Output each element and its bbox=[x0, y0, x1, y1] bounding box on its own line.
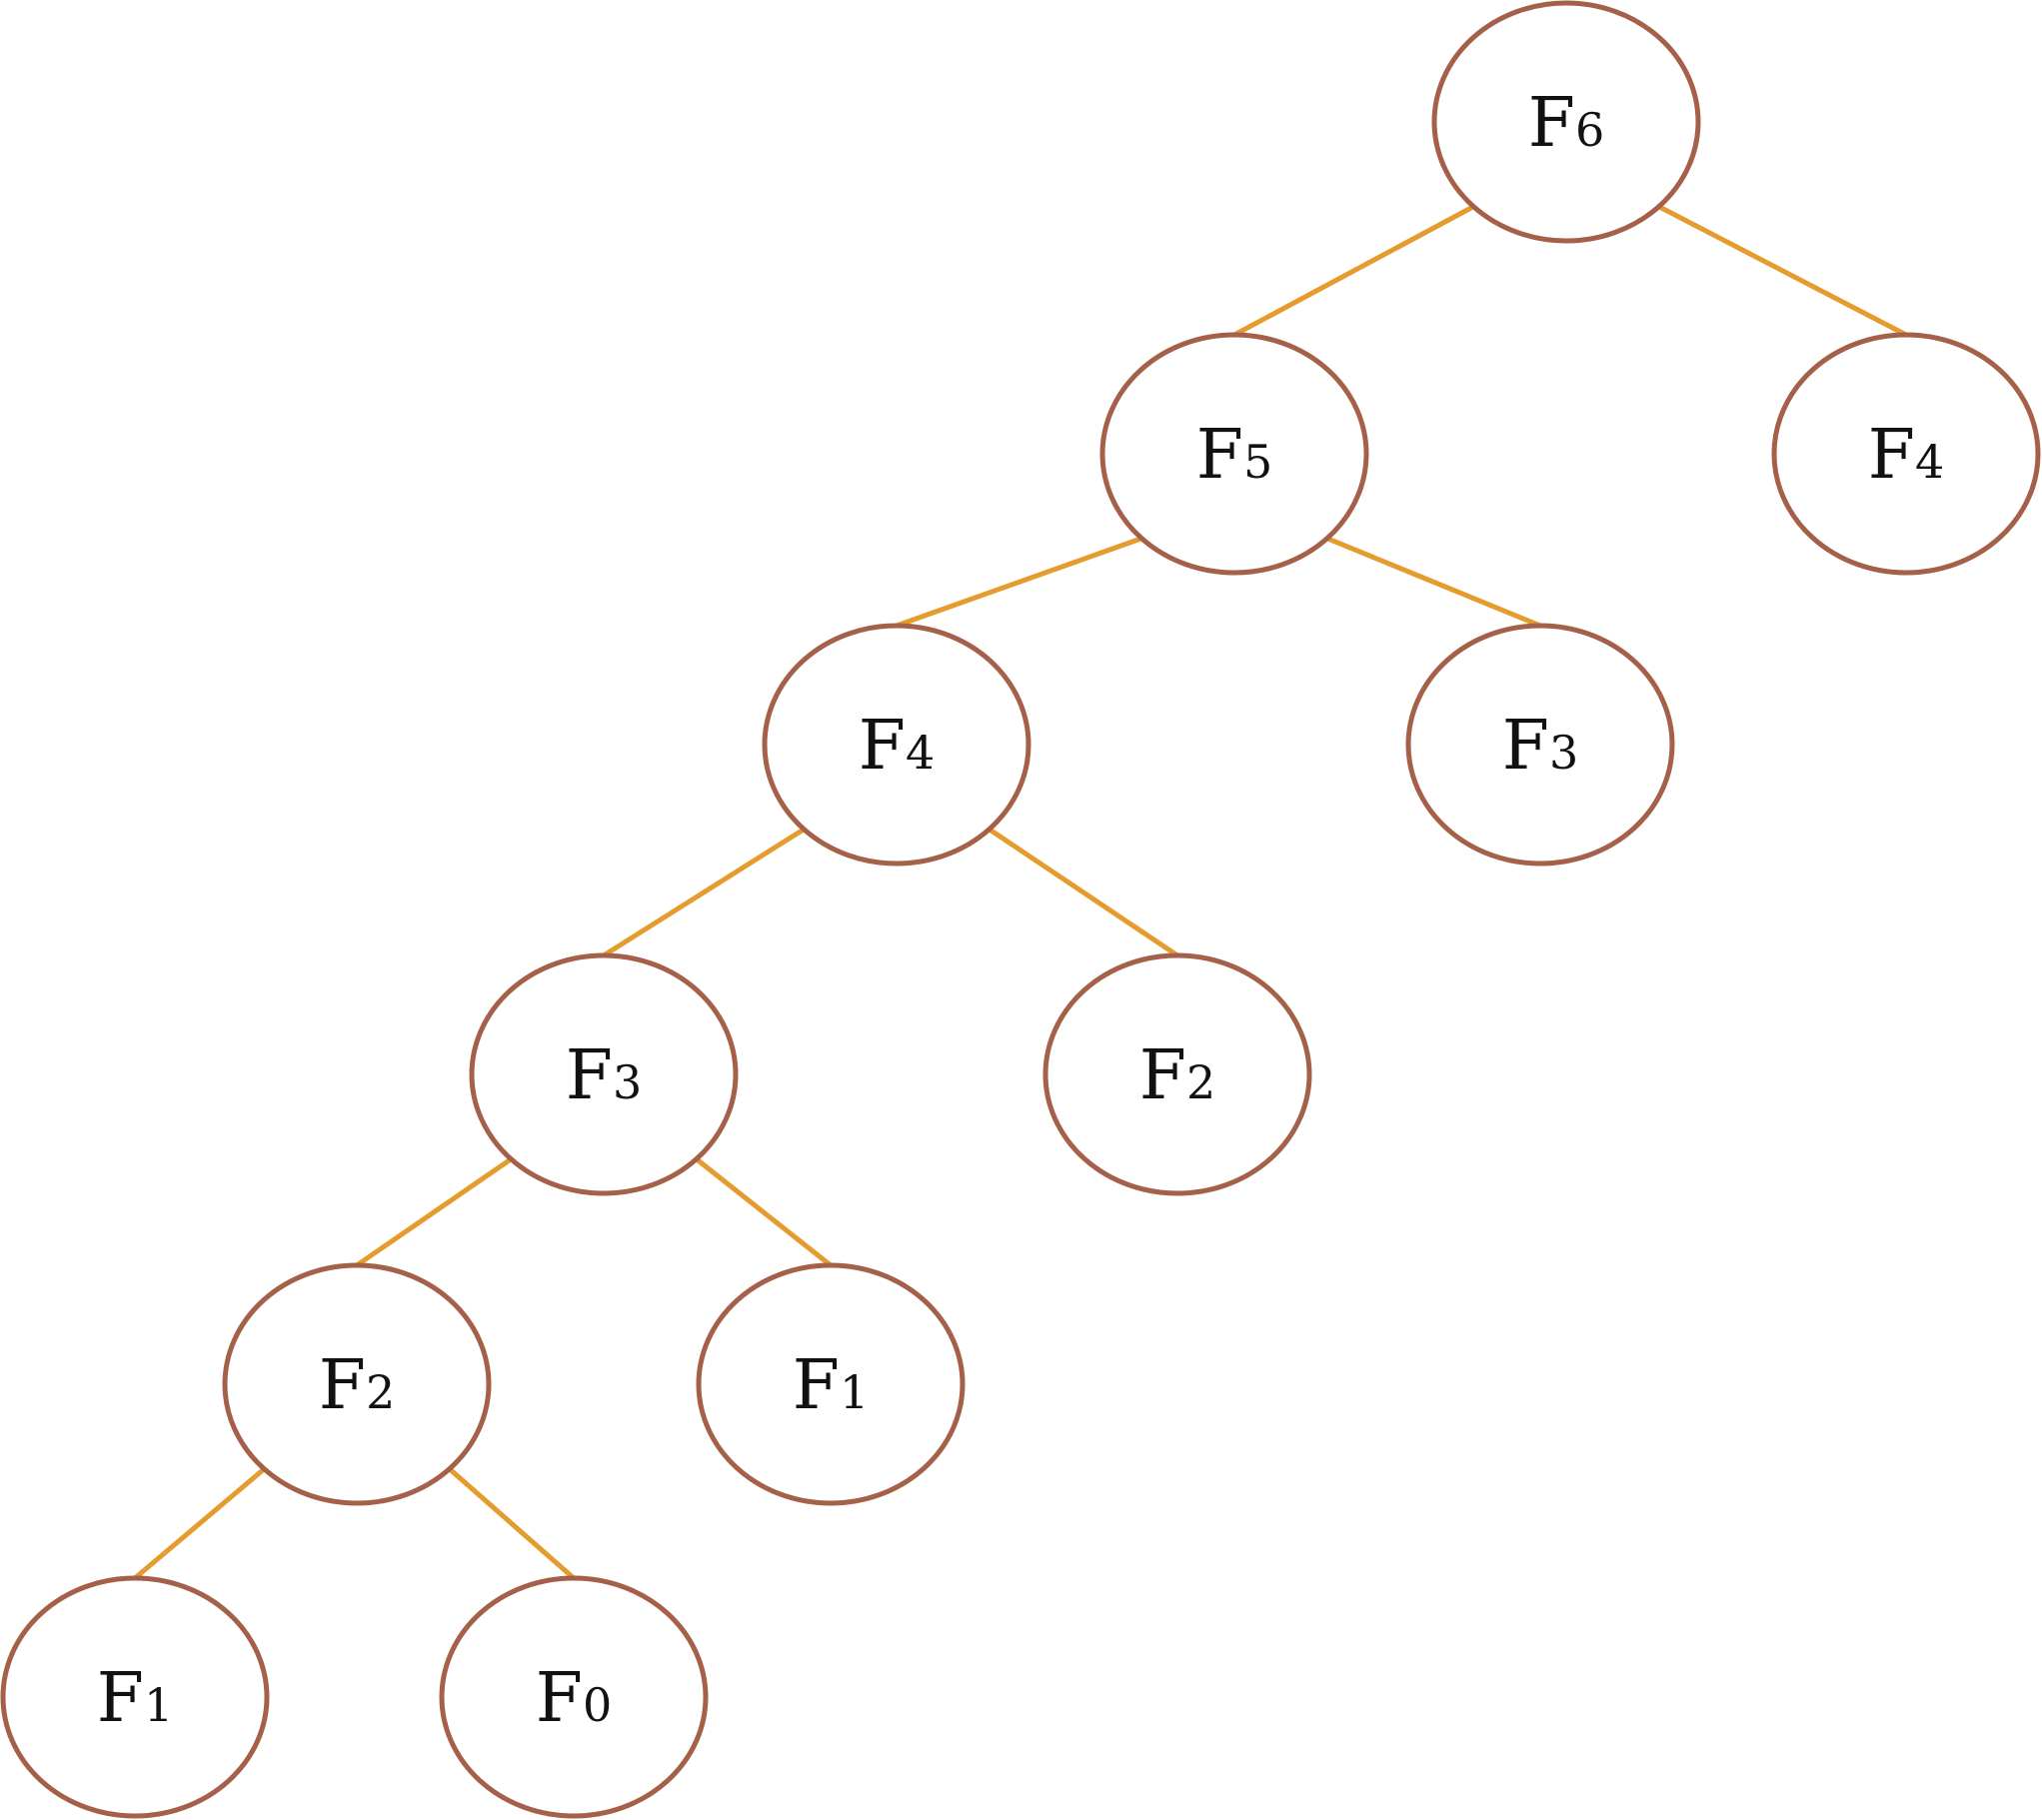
edge-n1-n3 bbox=[1657, 204, 1908, 338]
tree-node: F4 bbox=[1771, 332, 2041, 576]
node-label: F5 bbox=[1196, 416, 1272, 495]
tree-node: F5 bbox=[1099, 332, 1369, 576]
node-label: F4 bbox=[1868, 416, 1944, 495]
tree-node: F1 bbox=[696, 1262, 966, 1506]
node-subscript: 2 bbox=[1186, 1055, 1215, 1109]
node-ellipse bbox=[1042, 952, 1312, 1196]
edge-n6-n9 bbox=[694, 1156, 833, 1267]
node-subscript: 1 bbox=[840, 1365, 869, 1419]
node-ellipse bbox=[0, 1575, 270, 1819]
node-letter: F bbox=[859, 707, 906, 786]
node-subscript: 5 bbox=[1243, 435, 1272, 489]
node-letter: F bbox=[1502, 707, 1549, 786]
tree-node: F2 bbox=[222, 1262, 492, 1506]
node-letter: F bbox=[1528, 84, 1575, 163]
node-ellipse bbox=[762, 623, 1031, 867]
edge-n1-n2 bbox=[1232, 204, 1475, 338]
node-ellipse bbox=[696, 1262, 966, 1506]
node-label: F2 bbox=[1139, 1036, 1215, 1115]
edge-n4-n7 bbox=[988, 827, 1179, 958]
edge-n6-n8 bbox=[355, 1156, 514, 1268]
node-subscript: 0 bbox=[583, 1678, 612, 1732]
tree-node: F3 bbox=[469, 952, 739, 1196]
edge-n2-n5 bbox=[1325, 536, 1541, 629]
edge-n8-n11 bbox=[447, 1466, 576, 1580]
tree-node: F0 bbox=[439, 1575, 709, 1819]
node-label: F1 bbox=[97, 1659, 173, 1738]
node-ellipse bbox=[1771, 332, 2041, 576]
tree-node: F6 bbox=[1431, 0, 1701, 244]
edge-n8-n10 bbox=[133, 1466, 267, 1580]
node-label: F2 bbox=[319, 1346, 395, 1425]
node-ellipse bbox=[439, 1575, 709, 1819]
tree-node: F1 bbox=[0, 1575, 270, 1819]
node-subscript: 1 bbox=[144, 1678, 173, 1732]
node-letter: F bbox=[536, 1659, 583, 1738]
node-label: F0 bbox=[536, 1659, 612, 1738]
node-letter: F bbox=[319, 1346, 366, 1425]
node-letter: F bbox=[1868, 416, 1915, 495]
node-letter: F bbox=[793, 1346, 840, 1425]
node-letter: F bbox=[1139, 1036, 1186, 1115]
edge-n4-n6 bbox=[602, 827, 806, 958]
node-ellipse bbox=[1099, 332, 1369, 576]
node-subscript: 3 bbox=[1549, 726, 1578, 780]
node-label: F6 bbox=[1528, 84, 1604, 163]
node-letter: F bbox=[1196, 416, 1243, 495]
node-ellipse bbox=[469, 952, 739, 1196]
node-label: F3 bbox=[1502, 707, 1578, 786]
node-letter: F bbox=[566, 1036, 613, 1115]
node-subscript: 2 bbox=[366, 1365, 395, 1419]
node-label: F4 bbox=[859, 707, 935, 786]
node-ellipse bbox=[222, 1262, 492, 1506]
node-subscript: 4 bbox=[1915, 435, 1944, 489]
tree-node: F3 bbox=[1405, 623, 1675, 867]
node-label: F1 bbox=[793, 1346, 869, 1425]
node-letter: F bbox=[97, 1659, 144, 1738]
edge-n2-n4 bbox=[896, 536, 1143, 629]
tree-node: F2 bbox=[1042, 952, 1312, 1196]
edges-layer bbox=[133, 204, 1908, 1580]
node-ellipse bbox=[1431, 0, 1701, 244]
node-subscript: 6 bbox=[1575, 103, 1604, 157]
node-ellipse bbox=[1405, 623, 1675, 867]
node-subscript: 3 bbox=[613, 1055, 642, 1109]
node-label: F3 bbox=[566, 1036, 642, 1115]
tree-node: F4 bbox=[762, 623, 1031, 867]
node-subscript: 4 bbox=[906, 726, 935, 780]
